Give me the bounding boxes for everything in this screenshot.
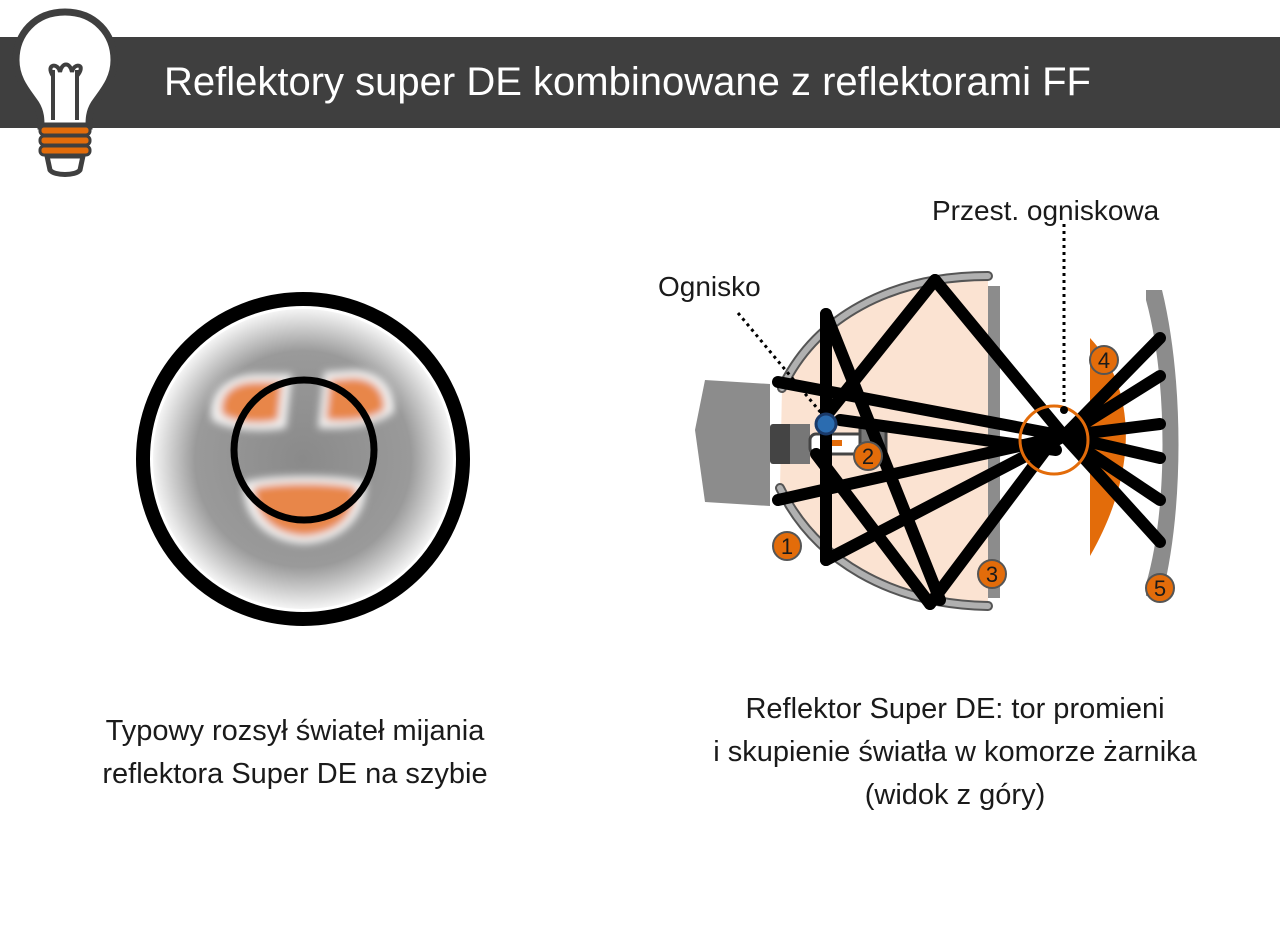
focus-label: Ognisko <box>658 271 761 302</box>
svg-text:3: 3 <box>986 562 998 587</box>
number-markers: 1 2 3 4 5 <box>772 345 1175 603</box>
marker-3: 3 <box>977 559 1007 589</box>
lamp-housing <box>695 380 770 506</box>
left-caption-line2: reflektora Super DE na szybie <box>102 758 488 790</box>
right-caption-line2: i skupienie światła w komorze żarnika <box>713 736 1197 768</box>
marker-2: 2 <box>853 441 883 471</box>
svg-text:2: 2 <box>862 444 874 469</box>
right-caption: Reflektor Super DE: tor promieni i skupi… <box>660 688 1250 817</box>
svg-text:4: 4 <box>1098 348 1110 373</box>
title-bar <box>0 37 1280 128</box>
focal-length-label: Przest. ogniskowa <box>932 195 1160 226</box>
focal-area-circle <box>1018 404 1090 476</box>
ognisko-leader <box>736 312 824 415</box>
left-caption-line1: Typowy rozsył świateł mijania <box>105 715 485 747</box>
right-caption-line1: Reflektor Super DE: tor promieni <box>745 693 1165 725</box>
page-title: Reflektory super DE kombinowane z reflek… <box>164 60 1091 104</box>
focus-point-icon <box>814 412 838 436</box>
lightbulb-icon <box>12 8 118 177</box>
marker-4: 4 <box>1089 345 1119 375</box>
svg-text:1: 1 <box>781 534 793 559</box>
marker-5: 5 <box>1145 573 1175 603</box>
left-caption: Typowy rozsył świateł mijania reflektora… <box>60 710 530 796</box>
right-caption-line3: (widok z góry) <box>864 779 1046 811</box>
outer-lens <box>1146 290 1179 596</box>
marker-1: 1 <box>772 531 802 561</box>
svg-text:5: 5 <box>1154 576 1166 601</box>
focus-circle <box>230 376 378 524</box>
